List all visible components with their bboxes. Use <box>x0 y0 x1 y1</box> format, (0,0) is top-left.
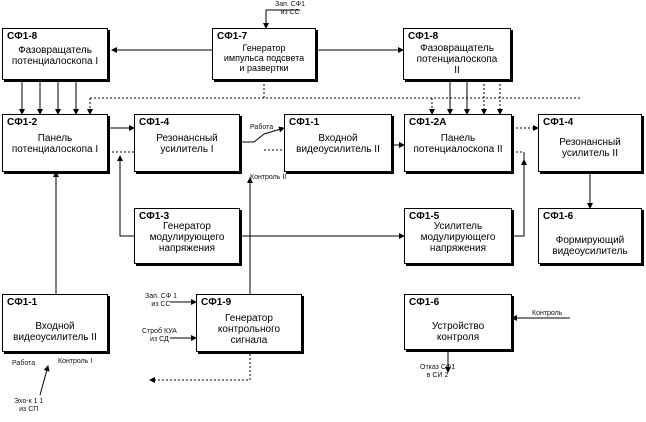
block-code: СФ1-6 <box>409 297 440 308</box>
label-kontrol-right: Контроль <box>532 310 563 317</box>
title-line-3: напряжения <box>429 243 487 254</box>
block-sf13-modulating-generator: СФ1-3 Генератор модулирующего напряжения <box>134 208 240 264</box>
title-line-2: потенциалоскопа I <box>11 144 99 155</box>
block-title: Входной видеоусилитель II <box>5 321 105 343</box>
block-title: Фазовращатель потенциалоскопа II <box>406 43 508 76</box>
title-line-1: Резонансный <box>156 133 218 144</box>
title-line-1: Устройство <box>431 321 485 332</box>
label-kontrol-top: Контроль II <box>250 174 287 181</box>
label-line: Зап. СФ 1 <box>145 293 178 300</box>
block-title: Входной видеоусилитель II <box>287 133 389 155</box>
title-line-2: видеоусилитель <box>552 246 628 257</box>
block-sf17-generator: СФ1-7 Генератор импульса подсвета и разв… <box>212 28 316 80</box>
title-line-3: напряжения <box>158 243 216 254</box>
block-sf14-resonant-amp-2: СФ1-4 Резонансный усилитель II <box>538 114 642 172</box>
title-line-1: Генератор <box>163 221 211 232</box>
label-line: Зап. СФ1 <box>275 1 306 8</box>
label-kontrol-bottom: Контроль I <box>58 358 93 365</box>
title-line-2: потенциалоскопа <box>416 54 498 65</box>
title-line-2: усилитель I <box>160 144 214 155</box>
block-sf18-phase-shifter-1: СФ1-8 Фазовращатель потенциалоскопа I <box>2 28 108 80</box>
label-strob-kua: Строб КУА из СД <box>142 328 177 344</box>
block-title: Формирующий видеоусилитель <box>541 235 639 257</box>
label-echo: Эхо-к 1 1 из СП <box>14 398 43 414</box>
title-line-1: Фазовращатель <box>18 45 92 56</box>
block-code: СФ1-9 <box>201 297 232 308</box>
block-code: СФ1-4 <box>139 117 170 128</box>
block-title: Панель потенциалоскопа I <box>5 133 105 155</box>
block-sf15-modulating-amp: СФ1-5 Усилитель модулирующего напряжения <box>404 208 512 264</box>
title-line-2: потенциалоскопа II <box>413 144 503 155</box>
block-title: Генератор импульса подсвета и развертки <box>215 43 313 73</box>
block-title: Резонансный усилитель II <box>541 137 639 159</box>
label-line: в СИ 2 <box>426 372 449 379</box>
title-line-1: Входной <box>318 133 358 144</box>
title-line-1: Формирующий <box>555 235 625 246</box>
title-line-1: Входной <box>35 321 75 332</box>
label-otkaz: Отказ СФ1 в СИ 2 <box>420 364 455 380</box>
title-line-3: II <box>454 65 460 76</box>
title-line-1: Фазовращатель <box>420 43 494 54</box>
block-title: Устройство контроля <box>407 321 509 343</box>
label-zap-sf1-top: Зап. СФ1 из СС <box>275 1 305 17</box>
block-code: СФ1-3 <box>139 211 170 222</box>
block-sf11-input-video-amp-top: СФ1-1 Входной видеоусилитель II <box>284 114 392 172</box>
block-title: Генератор модулирующего напряжения <box>137 221 237 254</box>
label-zap-sf1-bottom: Зап. СФ 1 из СС <box>145 293 177 309</box>
title-line-1: Панель <box>37 133 73 144</box>
title-line-1: Резонансный <box>559 137 621 148</box>
title-line-1: Усилитель <box>433 221 483 232</box>
block-sf12-panel-1: СФ1-2 Панель потенциалоскопа I <box>2 114 108 172</box>
title-line-1: Панель <box>440 133 476 144</box>
block-sf16-shaping-video-amp: СФ1-6 Формирующий видеоусилитель <box>538 208 642 264</box>
title-line-2: потенциалоскопа I <box>11 56 99 67</box>
block-title: Генератор контрольного сигнала <box>199 313 299 346</box>
label-line: из СД <box>150 336 169 343</box>
title-line-3: и развертки <box>239 63 289 73</box>
block-code: СФ1-8 <box>408 31 439 42</box>
block-code: СФ1-1 <box>7 297 38 308</box>
block-code: СФ1-6 <box>543 211 574 222</box>
block-sf16-control-device: СФ1-6 Устройство контроля <box>404 294 512 350</box>
block-code: СФ1-4 <box>543 117 574 128</box>
block-code: СФ1-1 <box>289 117 320 128</box>
title-line-2: модулирующего <box>149 232 225 243</box>
block-sf12a-panel-2: СФ1-2А Панель потенциалоскопа II <box>404 114 512 172</box>
block-code: СФ1-2 <box>7 117 38 128</box>
title-line-2: усилитель II <box>562 148 618 159</box>
label-rabota-top: Работа <box>250 124 274 131</box>
title-line-2: импульса подсвета <box>223 53 305 63</box>
block-sf14-resonant-amp-1: СФ1-4 Резонансный усилитель I <box>134 114 240 172</box>
block-sf18-phase-shifter-2: СФ1-8 Фазовращатель потенциалоскопа II <box>403 28 511 80</box>
title-line-2: видеоусилитель II <box>296 144 380 155</box>
block-code: СФ1-7 <box>217 31 248 42</box>
block-title: Резонансный усилитель I <box>137 133 237 155</box>
title-line-3: сигнала <box>230 335 268 346</box>
label-line: Эхо-к 1 1 <box>14 398 44 405</box>
block-sf19-control-signal-generator: СФ1-9 Генератор контрольного сигнала <box>196 294 302 352</box>
title-line-1: Генератор <box>242 43 286 53</box>
title-line-2: контроля <box>436 332 480 343</box>
label-line: из СС <box>280 9 300 16</box>
title-line-2: видеоусилитель II <box>13 332 97 343</box>
title-line-2: модулирующего <box>420 232 496 243</box>
block-title: Усилитель модулирующего напряжения <box>407 221 509 254</box>
title-line-1: Генератор <box>225 313 273 324</box>
label-line: Отказ СФ1 <box>420 364 456 371</box>
block-code: СФ1-8 <box>7 31 38 42</box>
wire-zap-to-sf17 <box>263 9 300 29</box>
block-code: СФ1-2А <box>409 117 447 128</box>
label-line: из СС <box>151 301 171 308</box>
title-line-2: контрольного <box>217 324 281 335</box>
label-line: Строб КУА <box>142 328 177 335</box>
block-sf11-input-video-amp-bottom: СФ1-1 Входной видеоусилитель II <box>2 294 108 352</box>
block-code: СФ1-5 <box>409 211 440 222</box>
block-title: Фазовращатель потенциалоскопа I <box>5 45 105 67</box>
block-title: Панель потенциалоскопа II <box>407 133 509 155</box>
label-rabota-bottom: Работа <box>12 360 36 367</box>
label-line: из СП <box>19 406 39 413</box>
